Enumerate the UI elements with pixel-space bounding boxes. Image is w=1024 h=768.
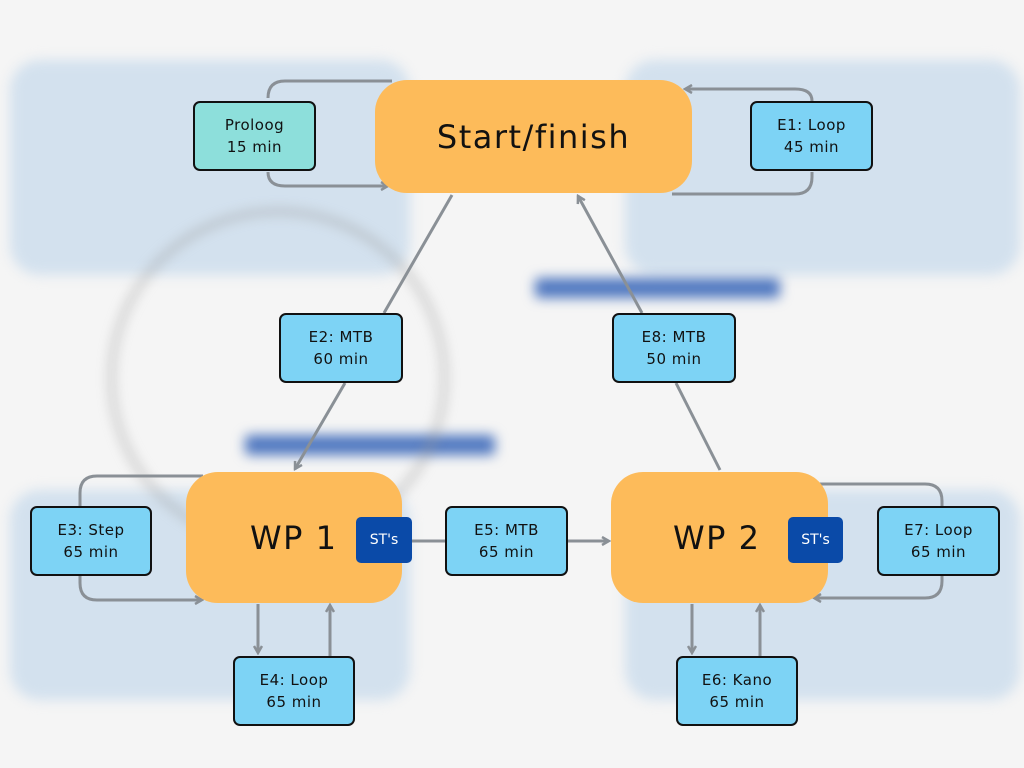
e3-loop-in bbox=[78, 576, 202, 600]
stage-name: E8: MTB bbox=[641, 328, 707, 346]
stage-e3: E3: Step 65 min bbox=[30, 506, 152, 576]
stage-time: 65 min bbox=[63, 543, 119, 561]
stage-e2: E2: MTB 60 min bbox=[279, 313, 403, 383]
proloog-loop-out bbox=[266, 79, 392, 99]
e2-line-in bbox=[382, 194, 454, 314]
wp2-label: WP 2 bbox=[673, 518, 761, 557]
stage-time: 65 min bbox=[910, 543, 967, 561]
stage-time: 15 min bbox=[226, 138, 283, 156]
wp1-label: WP 1 bbox=[250, 518, 338, 557]
stage-name: E6: Kano bbox=[701, 671, 773, 689]
stage-name: E5: MTB bbox=[474, 521, 539, 539]
wp1-st-badge: ST's bbox=[356, 517, 412, 563]
stage-name: E3: Step bbox=[57, 521, 125, 539]
stage-name: E7: Loop bbox=[904, 521, 973, 539]
e2-line-out bbox=[293, 382, 347, 469]
e1-loop-in bbox=[685, 89, 814, 102]
stage-e7: E7: Loop 65 min bbox=[877, 506, 1000, 576]
stage-e8: E8: MTB 50 min bbox=[612, 313, 736, 383]
stage-name: E4: Loop bbox=[259, 671, 329, 689]
stage-name: E1: Loop bbox=[777, 116, 846, 134]
stage-name: E2: MTB bbox=[308, 328, 374, 346]
stage-e5: E5: MTB 65 min bbox=[445, 506, 568, 576]
wp2-st-badge: ST's bbox=[788, 517, 843, 563]
e8-line-in bbox=[674, 382, 722, 471]
stage-proloog: Proloog 15 min bbox=[193, 101, 316, 171]
stage-time: 65 min bbox=[266, 693, 322, 711]
stage-time: 45 min bbox=[783, 138, 840, 156]
e8-line-out bbox=[578, 196, 644, 314]
stage-name: Proloog bbox=[224, 116, 285, 134]
e1-loop-out bbox=[672, 172, 814, 196]
e7-loop-in bbox=[814, 576, 944, 598]
e3-loop-out bbox=[78, 474, 203, 506]
stage-time: 65 min bbox=[709, 693, 765, 711]
stage-e4: E4: Loop 65 min bbox=[233, 656, 355, 726]
proloog-loop-in bbox=[266, 171, 388, 186]
start-finish-label: Start/finish bbox=[436, 117, 631, 156]
start-finish-node: Start/finish bbox=[375, 80, 692, 193]
stage-time: 65 min bbox=[478, 543, 535, 561]
background-bar bbox=[535, 278, 780, 298]
e7-loop-out bbox=[818, 482, 944, 506]
stage-time: 50 min bbox=[646, 350, 702, 368]
stage-time: 60 min bbox=[313, 350, 369, 368]
stage-e1: E1: Loop 45 min bbox=[750, 101, 873, 171]
stage-e6: E6: Kano 65 min bbox=[676, 656, 798, 726]
